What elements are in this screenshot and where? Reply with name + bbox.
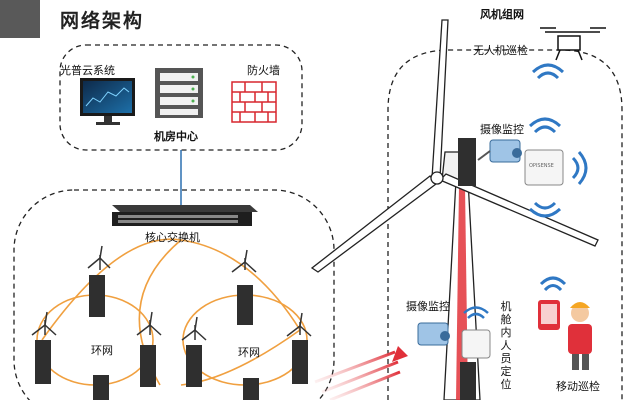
firewall-icon [231,81,277,123]
server-rack-icon [155,68,203,118]
wifi-waves-bottom [463,306,489,319]
mobile-phone-icon [538,300,560,330]
ring-right-label: 环网 [238,346,260,359]
ring-left-links [41,238,183,386]
camera-bottom-icon [417,322,450,346]
mini-turbine-5 [181,316,207,341]
mini-turbine-3 [31,311,57,336]
title-accent-bar [0,0,40,38]
edge-switch-3 [35,340,51,384]
edge-switch-1 [89,275,105,317]
personnel-position-label: 机舱内人员定位 [500,300,512,391]
server-room-region [59,44,303,151]
access-point-bottom-icon [461,329,491,359]
turbine-region [387,49,623,400]
edge-switch-2 [237,285,253,325]
mini-turbine-4 [136,311,162,336]
camera-top-icon [477,139,522,163]
camera-bottom-label: 摄像监控 [406,300,450,313]
drone-patrol-label: 无人机巡检 [473,44,528,57]
ring-left-label: 环网 [91,344,113,357]
mini-turbine-6 [286,312,312,337]
edge-switch-4 [140,345,156,387]
uplink-arrowhead [392,346,408,362]
cloud-system-label: 光普云系统 [60,64,115,77]
ring-network-region [13,189,335,400]
page-title: 网络架构 [60,10,145,32]
edge-switch-5 [186,345,202,387]
edge-switch-6 [292,340,308,384]
server-room-label: 机房中心 [154,130,198,143]
ap-brand-label: OPISENSE [529,163,554,169]
tower-switch [460,362,476,400]
wind-turbine-icon [310,19,599,400]
uplink-arrows [314,350,401,400]
edge-switch-7 [93,375,109,400]
core-switch-label: 核心交换机 [145,231,200,244]
turbine-network-label: 风机组网 [480,8,524,21]
firewall-label: 防火墙 [247,64,280,77]
cloud-monitor-icon [80,78,135,125]
mobile-patrol-label: 移动巡检 [556,380,600,393]
wifi-waves-top [528,117,588,218]
nacelle-switch [458,138,476,186]
wifi-waves-drone [531,63,565,80]
camera-top-label: 摄像监控 [480,123,524,136]
access-point-top-icon [524,149,564,186]
wifi-waves-mobile [539,276,567,292]
core-switch-icon [112,205,258,226]
drone-icon [540,27,606,61]
mini-turbine-2 [231,249,257,273]
mini-turbine-1 [87,245,111,270]
worker-icon [568,302,592,370]
edge-switch-8 [243,378,259,400]
